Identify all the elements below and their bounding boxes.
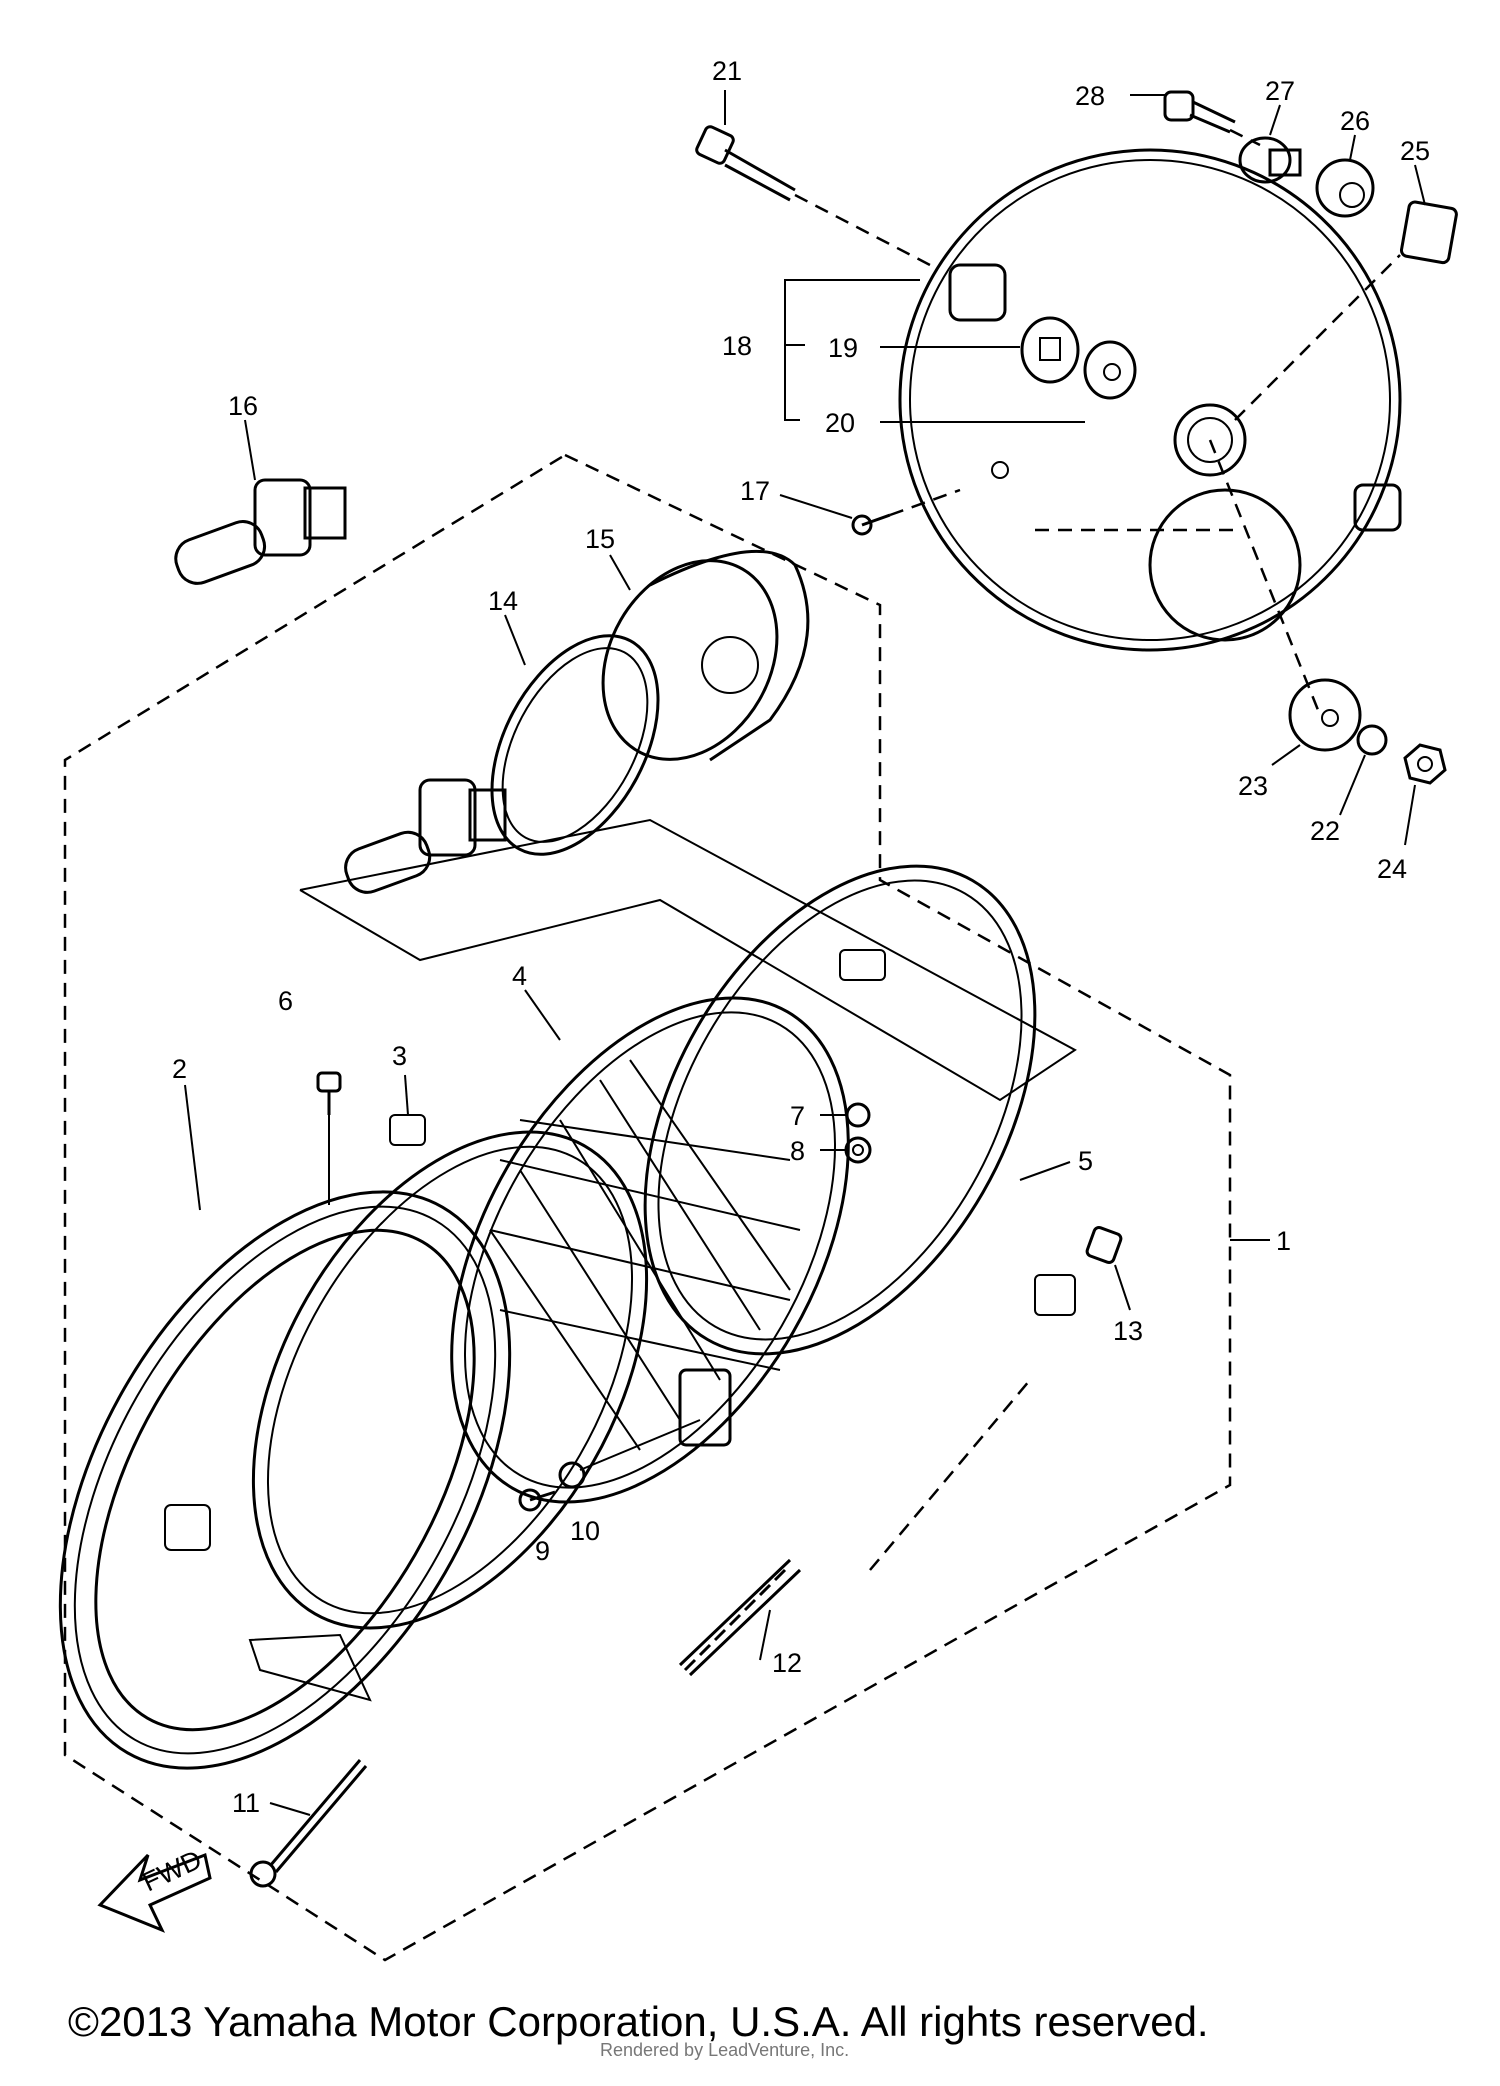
headlight-rim-2 xyxy=(58,1190,512,1770)
part-label-11: 11 xyxy=(232,1788,260,1818)
part-label-9: 9 xyxy=(535,1536,550,1566)
part-label-4: 4 xyxy=(512,961,527,991)
bulb-16 xyxy=(174,478,347,585)
bolt-21 xyxy=(695,125,796,202)
part-label-5: 5 xyxy=(1078,1146,1093,1176)
forward-arrow-icon: FWD xyxy=(97,1844,212,1933)
washer-23 xyxy=(1288,678,1362,752)
grommet-19 xyxy=(1020,316,1080,384)
nut-7 xyxy=(845,1102,871,1128)
grommet-26 xyxy=(1315,158,1375,218)
part-label-25: 25 xyxy=(1400,136,1430,166)
part-label-6: 6 xyxy=(278,986,293,1016)
part-label-22: 22 xyxy=(1310,816,1340,846)
screw-17 xyxy=(851,513,891,536)
part-label-27: 27 xyxy=(1265,76,1295,106)
part-label-17: 17 xyxy=(740,476,770,506)
part-label-21: 21 xyxy=(712,56,742,86)
nut-10 xyxy=(558,1461,586,1489)
part-label-10: 10 xyxy=(570,1516,600,1546)
nut-24 xyxy=(1403,743,1447,785)
part-label-24: 24 xyxy=(1377,854,1407,884)
headlight-housing xyxy=(898,148,1402,652)
part-label-12: 12 xyxy=(772,1648,802,1678)
part-label-18: 18 xyxy=(722,331,752,361)
screw-6 xyxy=(316,1071,342,1115)
part-label-19: 19 xyxy=(828,333,858,363)
bulb-in-group xyxy=(344,778,507,894)
socket-15 xyxy=(601,549,810,762)
part-label-26: 26 xyxy=(1340,106,1370,136)
alignment-lines xyxy=(794,128,1401,1571)
rendered-by-credit: Rendered by LeadVenture, Inc. xyxy=(600,2040,850,2060)
assembly-boundary-outer xyxy=(63,453,1232,1962)
bolt-28 xyxy=(1163,90,1236,134)
leader-13 xyxy=(1114,1264,1131,1311)
part-label-1: 1 xyxy=(1276,1226,1291,1256)
part-label-16: 16 xyxy=(228,391,258,421)
part-label-7: 7 xyxy=(790,1101,805,1131)
mounting-ring-3 xyxy=(251,1114,649,1630)
part-label-15: 15 xyxy=(585,524,615,554)
part-label-3: 3 xyxy=(392,1041,407,1071)
part-label-28: 28 xyxy=(1075,81,1105,111)
retaining-ring-14 xyxy=(490,634,660,856)
lens-unit-4 xyxy=(450,996,850,1504)
leader-10 xyxy=(579,1419,701,1471)
fwd-label: FWD xyxy=(138,1844,206,1897)
screw-13 xyxy=(1085,1226,1123,1264)
lens-case-5 xyxy=(643,864,1076,1356)
part-label-13: 13 xyxy=(1113,1316,1143,1346)
part-label-20: 20 xyxy=(825,408,855,438)
spring-12 xyxy=(678,1558,802,1677)
copyright-notice: ©2013 Yamaha Motor Corporation, U.S.A. A… xyxy=(68,1998,1209,2045)
part-label-2: 2 xyxy=(172,1054,187,1084)
part-labels: 1 2 3 4 5 6 7 8 9 10 11 12 13 14 15 16 1… xyxy=(172,56,1430,1818)
part-label-23: 23 xyxy=(1238,771,1268,801)
washer-20 xyxy=(1083,340,1137,400)
bulb-subgroup-boundary xyxy=(299,818,1077,1102)
nut-25 xyxy=(1399,200,1458,265)
lockwasher-22 xyxy=(1356,724,1388,756)
part-label-14: 14 xyxy=(488,586,518,616)
bolt-11 xyxy=(249,1759,368,1888)
label-leaders xyxy=(184,90,1426,1816)
part-label-8: 8 xyxy=(790,1136,805,1166)
screw-9 xyxy=(518,1488,556,1512)
collar-27 xyxy=(1238,136,1302,184)
